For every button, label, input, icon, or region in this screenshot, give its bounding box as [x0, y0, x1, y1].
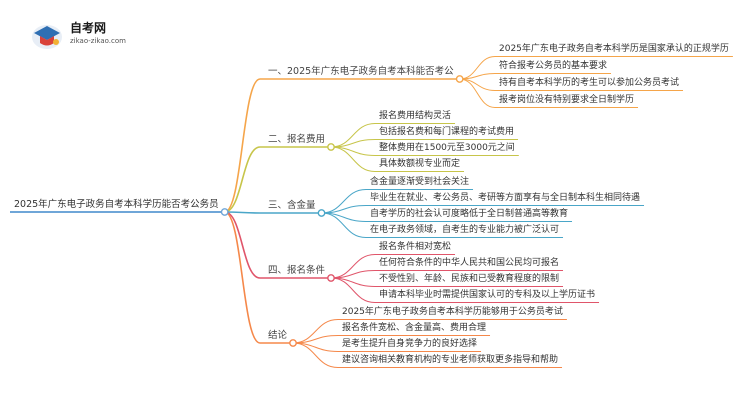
leaf-1-3: 持有自考本科学历的考生可以参加公务员考试	[499, 78, 680, 88]
root-topic: 2025年广东电子政务自考本科学历能否考公务员	[14, 199, 219, 210]
leaf-5-4: 建议咨询相关教育机构的专业老师获取更多指导和帮助	[342, 355, 559, 365]
leaf-4-1: 报名条件相对宽松	[379, 242, 452, 252]
leaf-1-4: 报考岗位没有特别要求全日制学历	[499, 95, 635, 105]
leaf-1-3-connector	[459, 78, 496, 91]
branch-1-dot	[455, 75, 464, 83]
leaf-2-4: 具体数额视专业而定	[379, 159, 461, 169]
leaf-1-2: 符合报考公务员的基本要求	[499, 61, 608, 71]
leaf-1-1-connector	[459, 56, 496, 80]
leaf-4-4-connector	[331, 277, 376, 303]
leaf-2-1: 报名费用结构灵活	[379, 111, 452, 121]
leaf-2-2: 包括报名费和每门课程的考试费用	[379, 127, 515, 137]
branch-5-connector	[224, 211, 261, 344]
leaf-3-4-connector	[321, 212, 367, 238]
logo-title: 自考网	[70, 21, 107, 35]
leaf-5-3: 是考生提升自身竞争力的良好选择	[342, 339, 478, 349]
site-logo: 自考网 zikao-zikao.com	[30, 18, 140, 50]
branch-4-dot	[327, 274, 335, 282]
leaf-3-1: 含金量逐渐受到社会关注	[370, 177, 470, 187]
leaf-2-4-connector	[331, 146, 376, 172]
leaf-1-4-connector	[459, 78, 496, 108]
logo-subtitle: zikao-zikao.com	[70, 37, 126, 45]
branch-2: 二、报名费用	[268, 134, 326, 145]
leaf-5-4-connector	[293, 342, 339, 368]
leaf-2-3: 整体费用在1500元至3000元之间	[379, 143, 515, 153]
leaf-5-2: 报名条件宽松、含金量高、费用合理	[342, 323, 487, 333]
branch-4: 四、报名条件	[268, 265, 326, 276]
leaf-1-1: 2025年广东电子政务自考本科学历是国家承认的正规学历	[499, 44, 729, 54]
branch-3: 三、含金量	[268, 200, 316, 211]
leaf-4-2: 任何符合条件的中华人民共和国公民均可报名	[379, 258, 560, 268]
leaf-4-4: 申请本科毕业时需提供国家认可的专科及以上学历证书	[379, 290, 596, 300]
branch-4-connector	[224, 211, 261, 279]
branch-2-connector	[224, 146, 261, 213]
leaf-3-3: 自考学历的社会认可度略低于全日制普通高等教育	[370, 209, 569, 219]
branch-5: 结论	[268, 330, 288, 341]
leaf-4-3: 不受性别、年龄、民族和已受教育程度的限制	[379, 274, 560, 284]
graduation-cap-icon	[32, 25, 62, 49]
leaf-3-4: 在电子政务领域，自考生的专业能力被广泛认可	[370, 225, 560, 235]
branch-3-dot	[317, 209, 326, 217]
root-dot	[220, 208, 229, 216]
leaf-5-1: 2025年广东电子政务自考本科学历能够用于公务员考试	[342, 307, 563, 317]
leaf-3-2: 毕业生在就业、考公务员、考研等方面享有与全日制本科生相同待遇	[370, 193, 641, 203]
branch-1-connector	[224, 78, 261, 213]
branch-5-dot	[289, 339, 297, 347]
branch-2-dot	[327, 143, 335, 151]
branch-3-connector	[224, 211, 261, 214]
branch-1: 一、2025年广东电子政务自考本科能否考公	[268, 66, 454, 77]
